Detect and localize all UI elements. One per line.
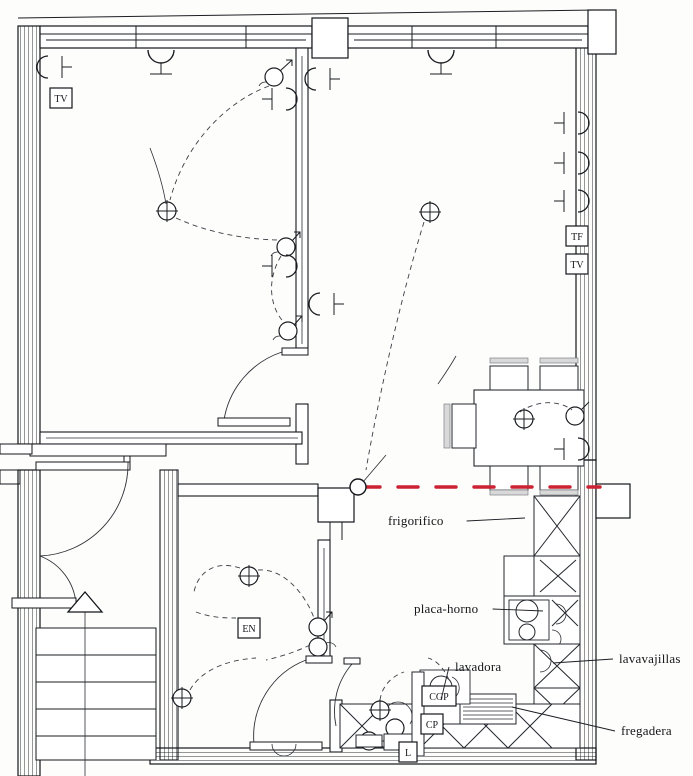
annotation-lavavajillas: lavavajillas bbox=[552, 651, 681, 666]
symbol-box-label: L bbox=[405, 748, 411, 759]
annotation-fregadera: fregadera bbox=[511, 706, 672, 738]
dining-set bbox=[443, 357, 585, 496]
switch-symbol bbox=[308, 611, 333, 637]
ceiling-light-symbol bbox=[369, 699, 391, 721]
placa-horno-unit bbox=[503, 595, 581, 649]
ceiling-lights bbox=[156, 200, 535, 721]
symbol-box-tf-right: TF bbox=[565, 225, 589, 247]
annotation-leader-fregadera bbox=[511, 706, 616, 732]
door-swings bbox=[217, 351, 361, 757]
route-origin-node bbox=[349, 478, 367, 496]
ceiling-light-symbol bbox=[156, 200, 178, 222]
wall-socket-symbol bbox=[304, 67, 340, 91]
switch-symbol bbox=[270, 231, 301, 257]
annotation-label-fregadera: fregadera bbox=[621, 723, 672, 738]
symbol-box-label: EN bbox=[242, 624, 255, 635]
ceiling-light-symbol bbox=[513, 408, 535, 430]
pendant-lamp-symbols bbox=[147, 49, 455, 75]
symbol-box-l-box: L bbox=[398, 741, 418, 763]
pendant-lamp-symbol bbox=[147, 49, 175, 75]
switch-symbol bbox=[565, 401, 590, 426]
wall-sockets bbox=[36, 55, 590, 461]
wall-socket-symbol bbox=[262, 254, 298, 278]
annotation-label-placa-horno: placa-horno bbox=[414, 601, 478, 616]
switch-symbol bbox=[258, 59, 293, 87]
symbol-box-label: TF bbox=[571, 232, 583, 243]
annotation-placa-horno: placa-horno bbox=[414, 601, 544, 616]
annotation-label-lavadora: lavadora bbox=[455, 659, 501, 674]
symbol-boxes: TV TF TV EN CGP CP L bbox=[49, 87, 589, 763]
annotation-frigorifico: frigorifico bbox=[388, 513, 526, 528]
wall-socket-symbol bbox=[554, 437, 590, 461]
staircase bbox=[35, 590, 157, 776]
wall-socket-symbol bbox=[36, 55, 72, 79]
wall-socket-symbol bbox=[308, 292, 344, 316]
ceiling-light-symbol bbox=[238, 565, 260, 587]
symbol-box-cgp-box: CGP bbox=[421, 685, 457, 707]
switch-symbol bbox=[308, 637, 337, 657]
symbol-box-tv-left: TV bbox=[49, 87, 73, 109]
frigorifico-unit bbox=[533, 495, 581, 557]
wiring-control-lines bbox=[169, 85, 573, 701]
symbol-box-en-box: EN bbox=[237, 617, 261, 639]
symbol-box-label: TV bbox=[570, 260, 584, 271]
wall-socket-symbol bbox=[554, 151, 590, 175]
ceiling-light-symbol bbox=[419, 201, 441, 223]
symbol-box-label: CGP bbox=[429, 692, 449, 703]
lavavajillas-unit bbox=[533, 643, 581, 689]
annotation-label-frigorifico: frigorifico bbox=[388, 513, 444, 528]
annotation-leader-placa-horno bbox=[492, 608, 544, 612]
dining-table bbox=[473, 389, 585, 467]
annotation-lavadora: lavadora bbox=[440, 659, 501, 701]
red-dashed-route bbox=[349, 454, 602, 496]
appliance-annotations: frigorifico placa-horno lavadora lavavajill… bbox=[388, 513, 681, 738]
annotation-leader-lavadora bbox=[440, 666, 450, 701]
stair-hall bbox=[0, 443, 167, 776]
annotation-leader-lavavajillas bbox=[552, 658, 614, 664]
ceiling-light-symbol bbox=[171, 687, 193, 709]
annotation-leader-frigorifico bbox=[466, 517, 526, 522]
switch-symbol bbox=[272, 315, 303, 341]
symbol-box-label: CP bbox=[426, 720, 439, 731]
upper-unit bbox=[503, 555, 581, 597]
stairs-direction-arrow bbox=[66, 590, 104, 613]
pendant-lamp-symbol bbox=[427, 49, 455, 75]
symbol-box-label: TV bbox=[54, 94, 68, 105]
annotation-label-lavavajillas: lavavajillas bbox=[619, 651, 681, 666]
wall-socket-symbol bbox=[554, 111, 590, 135]
misc-fittings bbox=[355, 671, 425, 757]
symbol-box-tv-right: TV bbox=[565, 253, 589, 275]
wall-socket-symbol bbox=[262, 87, 298, 111]
symbol-box-cp-box: CP bbox=[420, 713, 444, 735]
top-window-wall bbox=[17, 9, 617, 59]
wall-socket-symbol bbox=[554, 189, 590, 213]
exterior-walls bbox=[0, 25, 597, 776]
